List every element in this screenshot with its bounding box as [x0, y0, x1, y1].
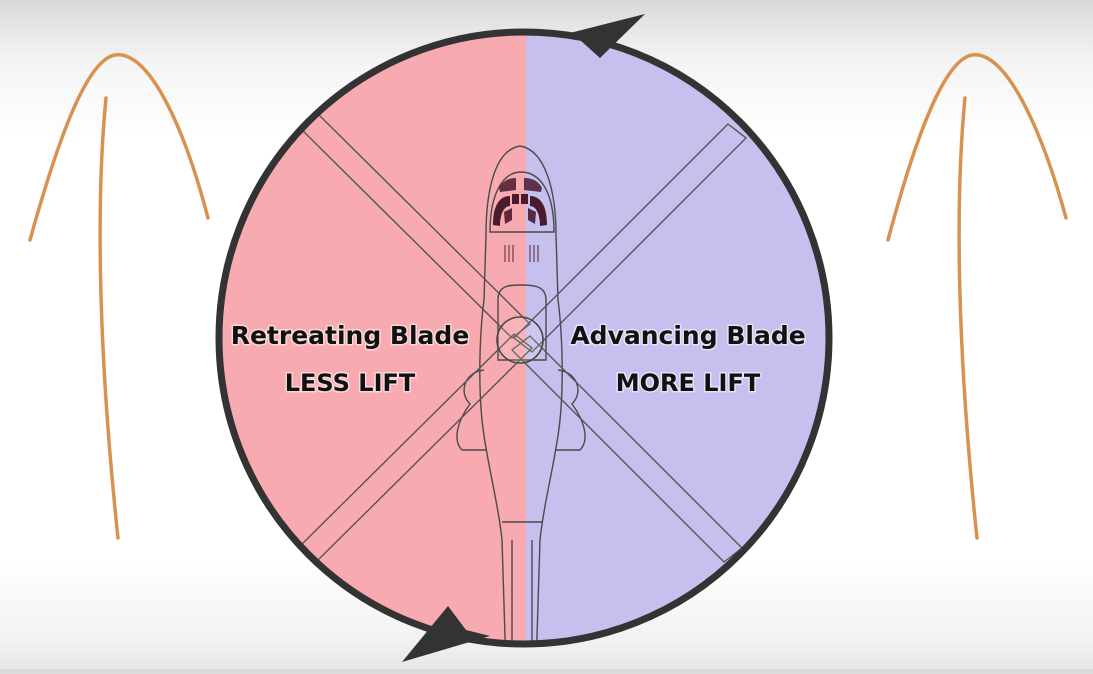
arrowhead-right-icon — [402, 606, 490, 662]
wind-arc-right — [886, 53, 1068, 242]
wind-streak-right — [957, 96, 979, 540]
sponson-left — [456, 369, 486, 451]
advancing-blade-sub: MORE LIFT — [616, 369, 761, 397]
retreating-blade-title: Retreating Blade — [231, 321, 470, 350]
canopy-windows — [493, 178, 547, 226]
instrument-stripes — [504, 245, 539, 262]
rotor-disc-ring — [215, 28, 833, 648]
advancing-half — [526, 32, 829, 644]
retreating-half — [219, 32, 526, 644]
retreating-blade-sub: LESS LIFT — [285, 369, 416, 397]
cockpit-outline — [489, 171, 555, 233]
wind-arc-left — [28, 53, 210, 242]
fuselage-outline — [479, 145, 563, 644]
wind-streak-left — [98, 96, 120, 540]
engine-cowling — [497, 284, 547, 361]
blade-lower-right — [510, 335, 744, 563]
rotor-hub — [496, 316, 544, 364]
advancing-blade-title: Advancing Blade — [570, 321, 805, 350]
blade-upper-right — [512, 123, 748, 353]
sponson-right — [556, 369, 586, 451]
wind-lines-right — [886, 53, 1068, 540]
tail-boom — [502, 521, 542, 644]
wind-lines-left — [28, 53, 210, 540]
arrowhead-left-icon — [558, 14, 645, 58]
